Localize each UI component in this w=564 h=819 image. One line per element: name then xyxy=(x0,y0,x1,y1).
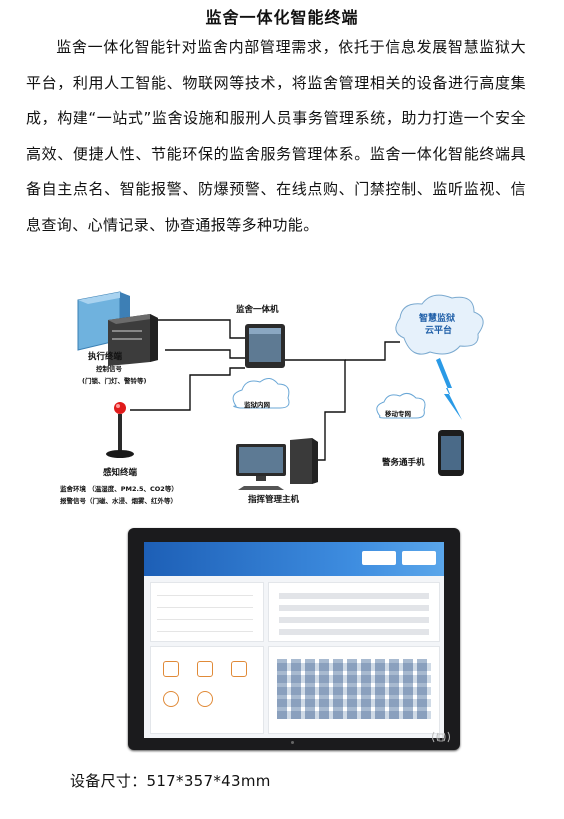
exec-terminal-device-icon xyxy=(77,291,158,366)
control-items-label: (门锁、门灯、警铃等) xyxy=(82,376,146,385)
screen-functions-panel xyxy=(150,646,264,734)
exec-terminal-label: 执行终端 xyxy=(88,351,123,362)
police-phone-icon xyxy=(438,430,464,476)
system-diagram: 执行终端 控制信号 (门锁、门灯、警铃等) 感知终端 监舍环境 （温湿度、PM2… xyxy=(60,291,484,505)
device-size-caption: 设备尺寸：517*357*43mm xyxy=(70,772,271,790)
screen-notice-panel xyxy=(268,582,440,642)
screen-header-button-2 xyxy=(402,551,436,565)
screen-status-panel xyxy=(150,582,264,642)
intro-text: 监舍一体化智能针对监舍内部管理需求，依托于信息发展智慧监狱大平台，利用人工智能、… xyxy=(26,38,526,234)
police-phone-label: 警务通手机 xyxy=(382,457,425,468)
device-indicator-dot xyxy=(291,741,294,744)
connector-lines xyxy=(130,319,400,461)
wireless-lightning-icon xyxy=(436,358,462,420)
screen-header-button-1 xyxy=(362,551,396,565)
intranet-cloud-icon xyxy=(232,378,290,409)
unit-label: 监舍一体机 xyxy=(236,304,279,315)
page-title: 监舍一体化智能终端 xyxy=(205,8,359,27)
alarm-signal-label: 报警信号（门磁、水浸、烟雾、红外等） xyxy=(60,496,177,505)
cloud-platform-line1: 智慧监狱 xyxy=(419,312,455,324)
cloud-platform-icon xyxy=(395,294,484,355)
cloud-platform-line2: 云平台 xyxy=(425,324,452,336)
mobile-net-cloud-icon xyxy=(376,392,426,419)
nfc-icon xyxy=(432,731,450,743)
screen-header xyxy=(144,542,444,576)
intro-paragraph: 监舍一体化智能针对监舍内部管理需求，依托于信息发展智慧监狱大平台，利用人工智能、… xyxy=(26,30,526,243)
command-host-label: 指挥管理主机 xyxy=(248,494,300,505)
screen-mood-panel xyxy=(268,646,440,734)
terminal-screen xyxy=(144,542,444,738)
command-host-computer-icon xyxy=(236,438,318,490)
control-signal-label: 控制信号 xyxy=(96,364,123,373)
intranet-label: 监狱内网 xyxy=(244,400,271,409)
unit-tablet-icon xyxy=(245,324,285,368)
sense-terminal-label: 感知终端 xyxy=(103,467,138,478)
terminal-device-image xyxy=(128,528,460,750)
monitor-env-label: 监舍环境 （温湿度、PM2.5、CO2等） xyxy=(60,484,178,493)
sense-terminal-antenna-icon xyxy=(106,402,134,458)
mobile-net-label: 移动专网 xyxy=(385,409,412,418)
